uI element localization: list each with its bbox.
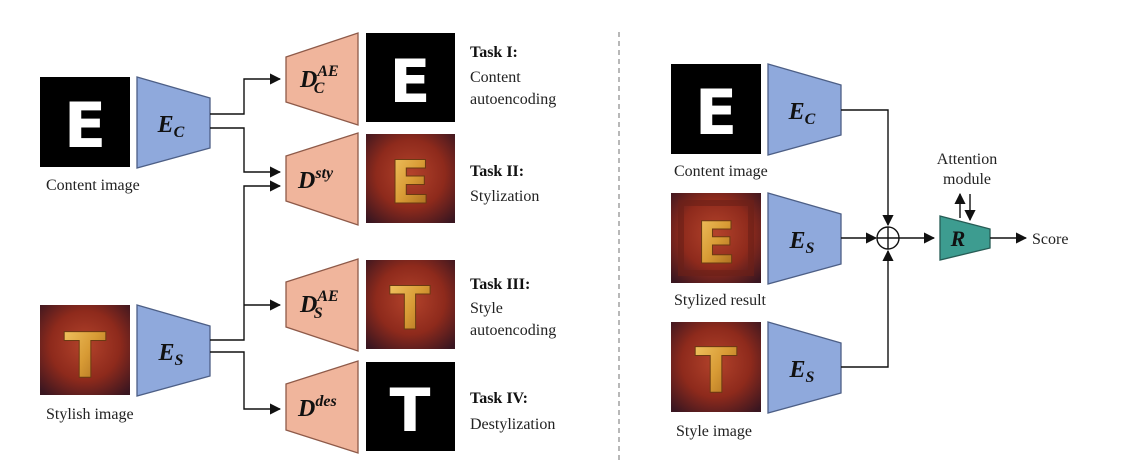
- encoder-es-right-1: ES: [767, 192, 842, 285]
- decoder-ddes-label: Ddes: [297, 393, 337, 422]
- right-content-image: E: [671, 64, 761, 154]
- right-content-caption: Content image: [674, 163, 768, 180]
- decoder-ddes: Ddes: [285, 360, 359, 454]
- stylish-image-letter: T: [64, 319, 106, 392]
- arrow-ec-to-dc-ae: [210, 73, 282, 115]
- task-2-desc-1: Stylization: [470, 188, 539, 205]
- arrow-es-to-dsty: [210, 180, 282, 341]
- svg-text:ES: ES: [789, 228, 815, 257]
- attention-label-2: module: [943, 171, 991, 188]
- score-label: Score: [1032, 231, 1068, 248]
- left-stylish-image: T: [40, 305, 130, 395]
- output-style-ae: T: [366, 260, 455, 349]
- decoder-dsty-label: Dsty: [297, 165, 334, 194]
- encoder-es-right-2: ES: [767, 321, 842, 414]
- svg-text:T: T: [695, 334, 737, 407]
- output-stylization: E: [366, 134, 455, 223]
- module-r: R: [939, 215, 991, 261]
- encoder-es-left-label: ES: [158, 340, 184, 369]
- svg-text:ES: ES: [789, 357, 815, 386]
- output-content-ae: E: [366, 33, 455, 122]
- svg-text:T: T: [390, 376, 431, 446]
- right-stylized-result: E: [671, 193, 761, 283]
- svg-text:E: E: [390, 47, 431, 117]
- encoder-es-left: ES: [136, 304, 211, 397]
- encoder-ec-right: EC: [767, 63, 842, 156]
- svg-text:E: E: [695, 76, 737, 149]
- task-1-title: Task I:: [470, 44, 518, 61]
- task-1-desc-2: autoencoding: [470, 91, 556, 108]
- arrow-es2-to-concat: [841, 249, 894, 368]
- decoder-dsty: Dsty: [285, 132, 359, 226]
- attention-label-1: Attention: [937, 151, 997, 168]
- task-2-title: Task II:: [470, 163, 524, 180]
- task-4-desc-1: Destylization: [470, 416, 555, 433]
- encoder-ec-left: EC: [136, 76, 211, 169]
- task-4-title: Task IV:: [470, 390, 528, 407]
- svg-text:EC: EC: [788, 99, 816, 128]
- concat-operator: [876, 226, 900, 250]
- arrow-es-to-ddes: [210, 351, 282, 415]
- content-image-letter: E: [64, 89, 106, 162]
- svg-text:R: R: [950, 226, 966, 251]
- svg-text:E: E: [390, 148, 431, 218]
- svg-text:T: T: [390, 274, 431, 344]
- left-content-image: E: [40, 77, 130, 167]
- arrow-ec-to-dsty: [210, 127, 282, 178]
- task-3-title: Task III:: [470, 276, 530, 293]
- task-3-desc-1: Style: [470, 300, 503, 317]
- left-stylish-caption: Stylish image: [46, 406, 134, 423]
- task-3-desc-2: autoencoding: [470, 322, 556, 339]
- arrow-ec-to-concat: [841, 109, 894, 227]
- encoder-ec-left-label: EC: [157, 112, 185, 141]
- left-content-caption: Content image: [46, 177, 140, 194]
- right-style-image: T: [671, 322, 761, 412]
- output-destylization: T: [366, 362, 455, 451]
- right-stylized-caption: Stylized result: [674, 292, 767, 309]
- right-style-caption: Style image: [676, 423, 752, 440]
- svg-text:E: E: [696, 209, 736, 277]
- task-1-desc-1: Content: [470, 69, 521, 86]
